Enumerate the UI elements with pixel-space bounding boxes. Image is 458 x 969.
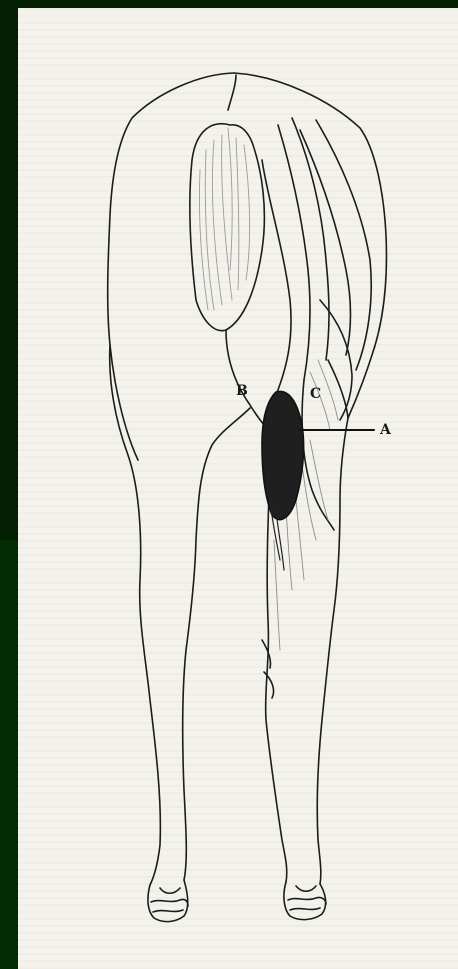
right-leg-outline-inner: [266, 470, 287, 882]
rump-outline: [108, 73, 234, 460]
label-A: A: [380, 423, 391, 437]
lesion-mass-A: [262, 391, 304, 519]
thigh-line-B: [226, 330, 270, 432]
left-leg-outline-inner: [183, 408, 250, 880]
label-B: B: [236, 384, 248, 398]
right-leg-outline-outer: [317, 418, 348, 884]
rump-right-outline: [234, 73, 386, 418]
right-hoof: [284, 882, 326, 920]
left-leg-outline-outer: [110, 345, 161, 885]
label-C: C: [310, 387, 321, 401]
tail-outline: [190, 124, 264, 331]
